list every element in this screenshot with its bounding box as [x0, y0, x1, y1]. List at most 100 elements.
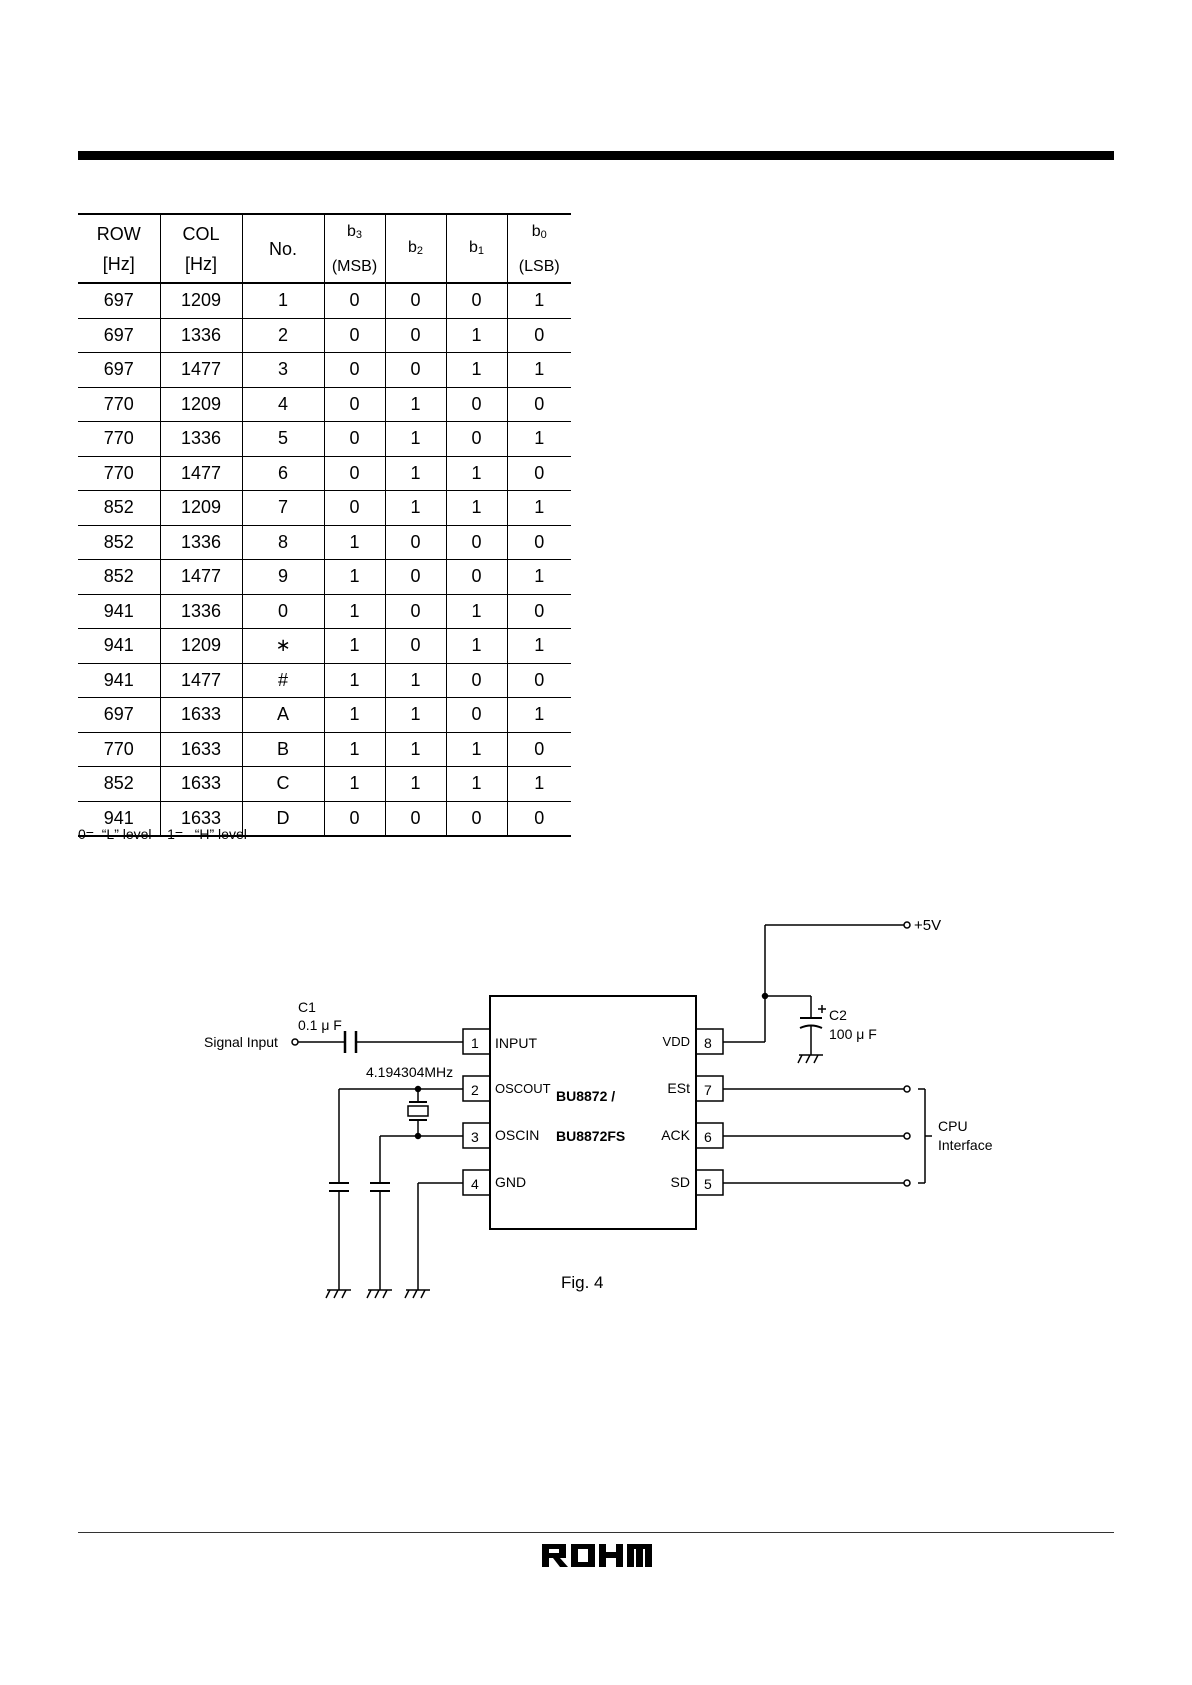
c1-value-label: 0.1 μ F [298, 1017, 342, 1033]
cell-key-no: 6 [241, 456, 324, 491]
cell-b1: 0 [445, 559, 507, 595]
header-b3: b3(MSB) [323, 213, 385, 284]
level-legend: 0= “L” level 1= “H” level [78, 826, 247, 842]
cell-b0: 1 [506, 421, 571, 457]
cell-b0: 0 [506, 594, 571, 629]
cpu-interface-label-1: CPU [938, 1118, 968, 1134]
pin-6-number: 6 [704, 1129, 712, 1145]
cell-b1: 0 [445, 283, 507, 319]
cell-b1: 1 [445, 766, 507, 802]
cell-b2: 0 [384, 283, 446, 319]
cell-b2: 0 [384, 628, 446, 664]
cell-col-hz: 1336 [159, 594, 242, 629]
pin-5-name: SD [671, 1174, 690, 1190]
cell-b2: 1 [384, 697, 446, 733]
cell-b2: 0 [384, 559, 446, 595]
cell-row-hz: 770 [78, 732, 160, 767]
cell-b3: 1 [323, 663, 385, 698]
ground-symbols [325, 1289, 430, 1299]
cell-key-no: 2 [241, 318, 324, 353]
header-b2: b2 [384, 213, 446, 284]
pin-1-name: INPUT [495, 1035, 537, 1051]
cell-b0: 0 [506, 663, 571, 698]
cell-b3: 1 [323, 732, 385, 767]
supply-label: +5V [914, 917, 941, 934]
pin-8-number: 8 [704, 1035, 712, 1051]
cpu-interface-label-2: Interface [938, 1137, 993, 1153]
pin-8-name: VDD [663, 1034, 690, 1049]
cell-b2: 1 [384, 663, 446, 698]
cell-col-hz: 1633 [159, 732, 242, 767]
c2-plate-b [799, 1024, 823, 1029]
cell-row-hz: 770 [78, 387, 160, 422]
cell-key-no: 5 [241, 421, 324, 457]
cell-key-no: ∗ [241, 628, 324, 664]
cell-key-no: 3 [241, 352, 324, 388]
cell-row-hz: 770 [78, 421, 160, 457]
cell-b3: 0 [323, 421, 385, 457]
cell-col-hz: 1209 [159, 628, 242, 664]
cell-row-hz: 697 [78, 697, 160, 733]
cell-b2: 1 [384, 387, 446, 422]
cell-b1: 1 [445, 732, 507, 767]
cell-row-hz: 852 [78, 559, 160, 595]
cell-key-no: # [241, 663, 324, 698]
pin-2-number: 2 [471, 1082, 479, 1098]
cell-col-hz: 1477 [159, 559, 242, 595]
cell-b2: 0 [384, 318, 446, 353]
cell-row-hz: 941 [78, 594, 160, 629]
pin-4-number: 4 [471, 1176, 479, 1192]
table-header-row: ROW[Hz] COL[Hz] No. b3(MSB) b2 b1 b0(LSB… [78, 213, 571, 284]
cell-b2: 1 [384, 421, 446, 457]
cell-b2: 0 [384, 352, 446, 388]
cell-b3: 0 [323, 490, 385, 526]
signal-input-label: Signal Input [204, 1034, 278, 1050]
cell-b3: 0 [323, 801, 385, 837]
pin-2-name: OSCOUT [495, 1081, 551, 1096]
cell-b0: 0 [506, 318, 571, 353]
cell-row-hz: 941 [78, 801, 160, 837]
cell-b1: 0 [445, 697, 507, 733]
cell-b1: 0 [445, 801, 507, 837]
c2-name-label: C2 [829, 1007, 847, 1023]
pin-3-number: 3 [471, 1129, 479, 1145]
cell-b1: 1 [445, 352, 507, 388]
cell-b1: 0 [445, 663, 507, 698]
cell-row-hz: 697 [78, 318, 160, 353]
cell-b0: 1 [506, 490, 571, 526]
cell-b3: 0 [323, 387, 385, 422]
crystal-body [407, 1105, 429, 1117]
c1-name-label: C1 [298, 999, 316, 1015]
cell-b3: 0 [323, 352, 385, 388]
cell-b2: 0 [384, 594, 446, 629]
cell-b3: 1 [323, 628, 385, 664]
cell-col-hz: 1633 [159, 697, 242, 733]
cell-col-hz: 1633 [159, 801, 242, 837]
cell-col-hz: 1209 [159, 387, 242, 422]
cell-b2: 1 [384, 732, 446, 767]
cell-key-no: 0 [241, 594, 324, 629]
chip-name-line-1: BU8872 / [556, 1088, 615, 1104]
cell-b0: 1 [506, 628, 571, 664]
cell-b0: 1 [506, 697, 571, 733]
cell-key-no: 8 [241, 525, 324, 560]
cell-b1: 0 [445, 421, 507, 457]
pin-4-name: GND [495, 1174, 526, 1190]
cell-col-hz: 1336 [159, 421, 242, 457]
cell-col-hz: 1336 [159, 525, 242, 560]
dtmf-code-table: ROW[Hz] COL[Hz] No. b3(MSB) b2 b1 b0(LSB… [78, 213, 571, 837]
footer-rule [78, 1532, 1114, 1533]
cell-row-hz: 697 [78, 352, 160, 388]
cell-row-hz: 697 [78, 283, 160, 319]
cell-b3: 1 [323, 766, 385, 802]
